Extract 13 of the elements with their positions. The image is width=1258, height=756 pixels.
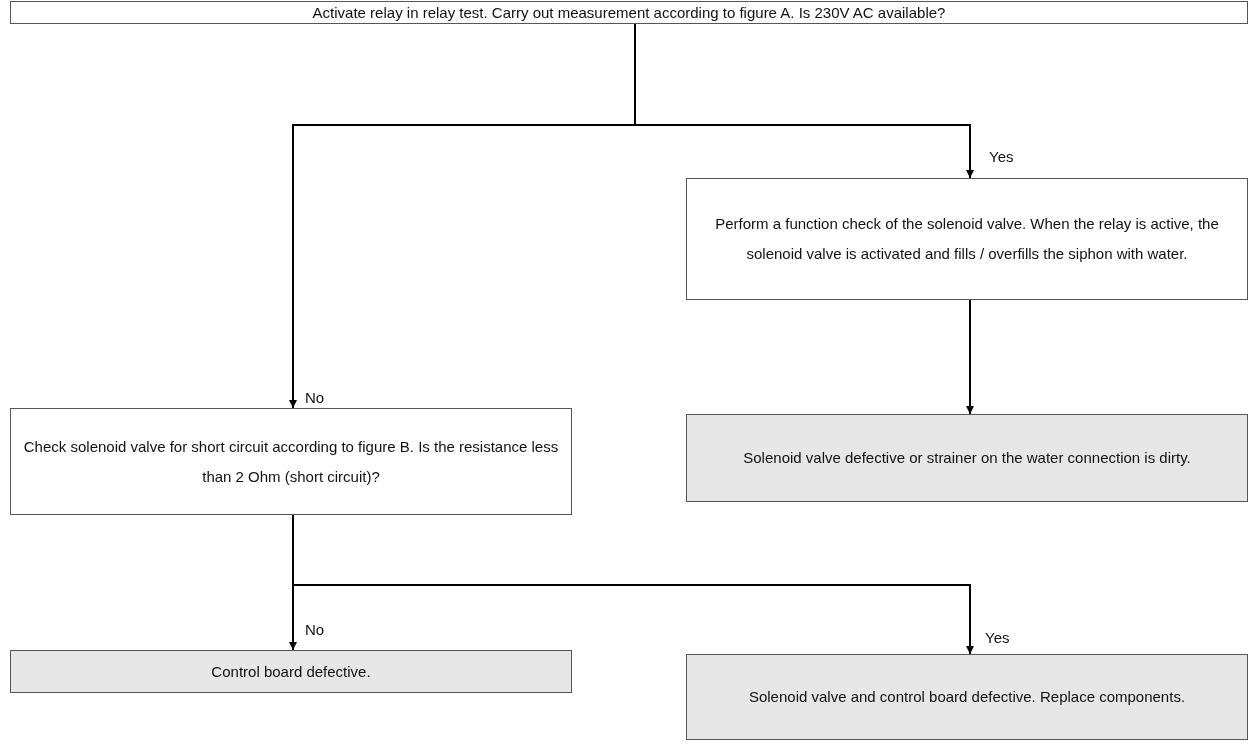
process-box xyxy=(10,1,1248,24)
arrow xyxy=(966,299,974,415)
result-box xyxy=(10,650,572,693)
node-text: Solenoid valve defective or strainer on the water connection is dirty. xyxy=(743,448,1191,468)
node-text: Check solenoid valve for short circuit according to figure B. Is the resistance less than 2 Ohm (short circuit)? xyxy=(22,436,560,487)
result-box xyxy=(686,654,1248,740)
decision-box xyxy=(10,408,572,515)
node-text: Activate relay in relay test. Carry out measurement according to figure A. Is 230V AC available? xyxy=(312,3,946,23)
result-box xyxy=(686,414,1248,502)
node-text: Control board defective. xyxy=(211,661,371,682)
node-text: Solenoid valve and control board defective. Replace components. xyxy=(748,687,1186,707)
node-text: Perform a function check of the solenoid valve. When the relay is active, the solenoid valve is activated and fills / overfills the siphon with water. xyxy=(714,214,1220,264)
process-box xyxy=(686,178,1248,300)
